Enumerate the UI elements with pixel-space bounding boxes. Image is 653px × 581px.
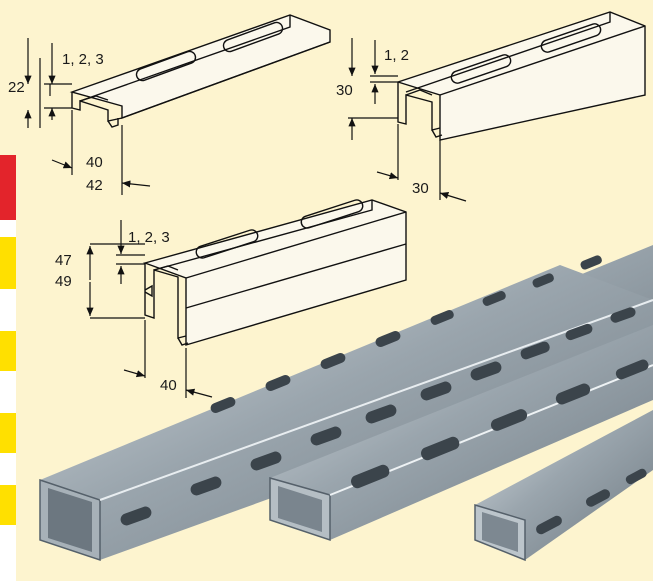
profile-square-drawing bbox=[395, 11, 646, 141]
profile-tall-height-high-label: 49 bbox=[55, 273, 72, 290]
strip-band-white bbox=[0, 525, 16, 581]
strip-band-yellow bbox=[0, 237, 16, 289]
profile-tall-dimensions bbox=[86, 220, 213, 398]
strip-band-white bbox=[0, 371, 16, 413]
profile-square-width-label: 30 bbox=[412, 180, 429, 197]
strip-band-yellow bbox=[0, 413, 16, 453]
strip-band-white bbox=[0, 453, 16, 485]
profile-square-dimensions bbox=[348, 38, 467, 202]
strip-band-white bbox=[0, 220, 16, 237]
profile-small-inner-width-label: 40 bbox=[86, 154, 103, 171]
side-color-strip bbox=[0, 155, 16, 581]
strip-band-white bbox=[0, 289, 16, 331]
profile-small-outer-width-label: 42 bbox=[86, 177, 103, 194]
steel-rail-small bbox=[474, 410, 653, 562]
profile-small-drawing bbox=[69, 14, 331, 128]
profile-tall-drawing bbox=[142, 199, 407, 346]
strip-band-yellow bbox=[0, 485, 16, 525]
profile-tall-thickness-label: 1, 2, 3 bbox=[128, 229, 170, 246]
channel-slots bbox=[120, 255, 649, 535]
profile-small-height-label: 22 bbox=[8, 79, 25, 96]
profile-square-thickness-label: 1, 2 bbox=[384, 47, 409, 64]
strip-band-red bbox=[0, 155, 16, 220]
profile-tall-height-low-label: 47 bbox=[55, 252, 72, 269]
profile-tall-width-label: 40 bbox=[160, 377, 177, 394]
profile-small-dimensions bbox=[24, 38, 151, 195]
profile-small-thickness-label: 1, 2, 3 bbox=[62, 51, 104, 68]
strip-band-yellow bbox=[0, 331, 16, 371]
profile-square-height-label: 30 bbox=[336, 82, 353, 99]
steel-channels-photo bbox=[39, 245, 653, 562]
